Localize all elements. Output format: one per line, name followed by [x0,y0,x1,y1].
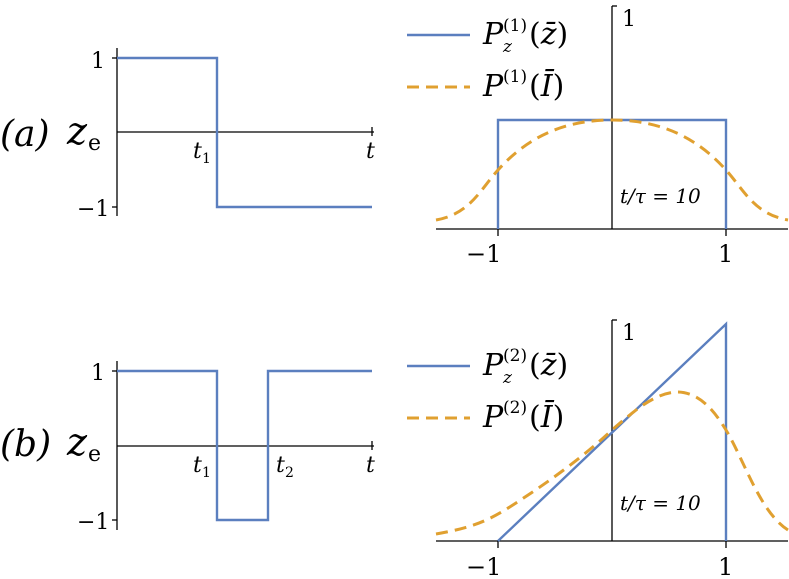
panel-a: (a) z e 1 −1 t 1 t 1 − [0,5,789,268]
step-axes-b [112,361,374,530]
svg-text:1: 1 [202,465,211,481]
svg-text:t: t [193,139,202,164]
ytick-1-a: 1 [91,49,105,74]
legend-b-orange-label: P (2) (Ī) [482,398,564,435]
dist-annotation-a: t/τ = 10 [620,184,701,208]
dist-xtick-m1-a: −1 [466,240,501,268]
svg-text:(1): (1) [503,16,527,36]
svg-text:(z̄): (z̄) [529,17,568,52]
xtick-t2-b: t 2 [276,453,294,481]
ytick-m1-a: −1 [77,197,109,222]
dist-annotation-b: t/τ = 10 [620,491,701,515]
dist-ytick-1-b: 1 [622,321,636,346]
ze-label-a: z e [66,109,101,156]
xlabel-t-a: t [366,139,375,164]
svg-text:P: P [482,400,504,435]
legend-a: P (1) z (z̄) P (1) (Ī) [407,16,568,104]
dist-axes-a [436,5,788,236]
legend-b: P (2) z (z̄) P (2) (Ī) [407,346,568,435]
panel-b-label: (b) [0,424,51,465]
svg-text:1: 1 [202,151,211,167]
dist-orange-series-b [435,390,789,536]
step-series-a [117,56,372,209]
legend-a-blue-label: P (1) z (z̄) [482,16,568,57]
dist-xtick-1-b: 1 [718,553,733,579]
dist-ytick-1-a: 1 [622,7,636,32]
xtick-t1-a: t 1 [193,139,211,167]
ytick-1-b: 1 [91,361,105,386]
svg-text:(Ī): (Ī) [529,400,564,435]
svg-text:P: P [482,348,504,383]
svg-text:(Ī): (Ī) [529,69,564,104]
svg-text:e: e [88,442,101,467]
svg-text:t: t [276,453,285,478]
dist-orange-series-a [435,118,789,222]
step-axes-a [112,48,374,216]
svg-text:z: z [66,109,88,153]
svg-text:z: z [66,420,88,464]
xlabel-t-b: t [366,453,375,478]
svg-text:z: z [502,368,513,388]
svg-text:(1): (1) [503,67,527,87]
svg-text:P: P [482,17,504,52]
svg-text:(z̄): (z̄) [529,348,568,383]
ze-label-b: z e [66,420,101,467]
svg-text:e: e [88,131,101,156]
legend-b-blue-label: P (2) z (z̄) [482,346,568,388]
panel-b: (b) z e 1 −1 t 1 t 2 t [0,319,789,579]
step-series-b [117,369,372,522]
dist-xtick-1-a: 1 [718,240,733,268]
svg-text:t: t [193,453,202,478]
legend-a-orange-label: P (1) (Ī) [482,67,564,104]
svg-text:P: P [482,69,504,104]
dist-xtick-m1-b: −1 [466,553,501,579]
panel-a-label: (a) [0,114,50,155]
svg-text:(2): (2) [503,346,527,366]
xtick-t1-b: t 1 [193,453,211,481]
svg-text:2: 2 [285,465,294,481]
dist-axes-b [436,319,788,548]
ytick-m1-b: −1 [77,510,109,535]
svg-text:z: z [502,37,513,57]
svg-text:(2): (2) [503,398,527,418]
dist-blue-series-b [497,321,728,542]
